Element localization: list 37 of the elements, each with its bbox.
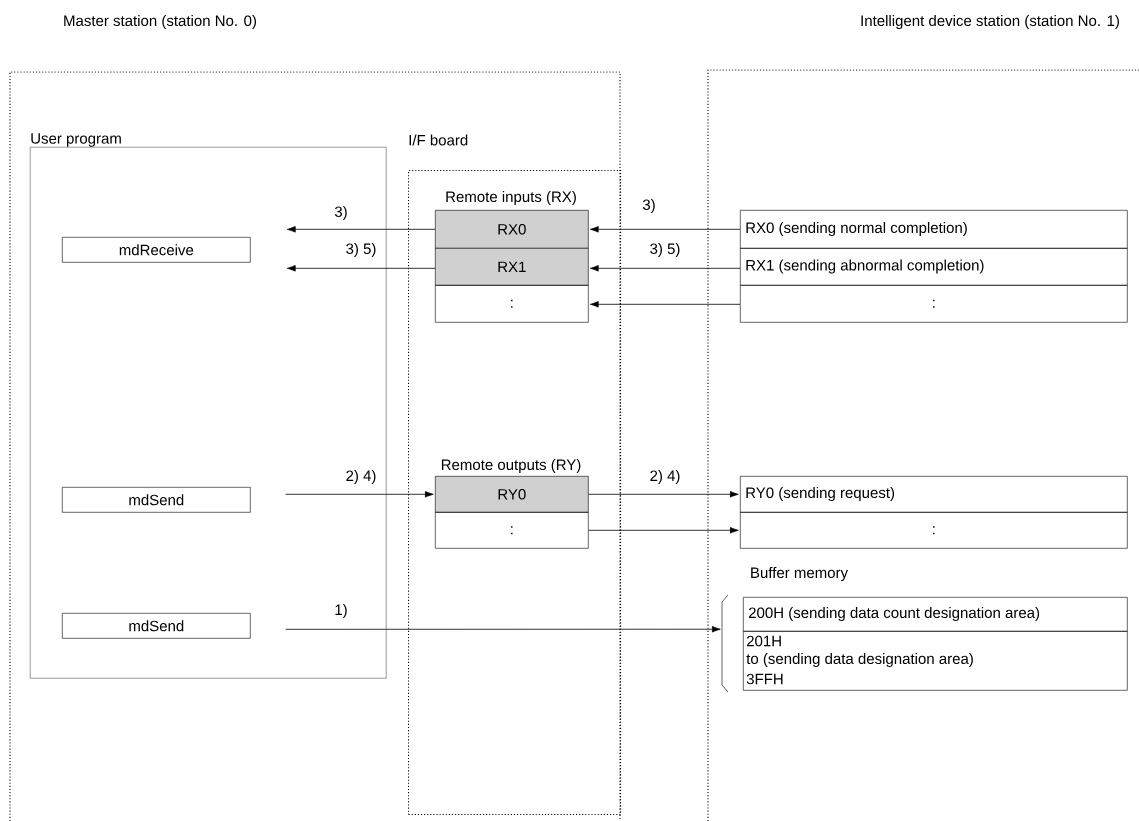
edge-label: 3) [333, 205, 349, 221]
arrow [589, 226, 741, 233]
edge-label: 2) 4) [648, 469, 682, 485]
edge-label: 2) 4) [344, 469, 378, 485]
arrow [286, 265, 436, 272]
device-cell: : [740, 285, 1128, 323]
edge-label: 3) [641, 198, 657, 214]
heading: Remote inputs (RX) [446, 191, 576, 205]
device-cell: RY0 (sending request) [740, 476, 1128, 513]
device-cell: RX0 (sending normal completion) [740, 210, 1128, 249]
device-cell: : [435, 285, 589, 323]
memory-cell: 200H (sending data count designation area) [743, 597, 1128, 632]
arrow [286, 226, 436, 233]
function-box: mdSend [62, 487, 251, 513]
device-cell: RX0 [435, 210, 589, 249]
node-label: I/F board [409, 134, 468, 146]
edge-label: 3) 5) [344, 242, 378, 258]
arrow [285, 491, 434, 498]
device-cell: : [740, 512, 1128, 549]
arrow [588, 527, 739, 534]
heading: Buffer memory [751, 567, 848, 581]
device-cell: : [435, 512, 589, 549]
edge-label: 3) 5) [648, 242, 682, 258]
node-label: User program [31, 133, 121, 147]
edge-label: 1) [333, 603, 349, 619]
heading: Remote outputs (RY) [441, 459, 581, 473]
device-cell: RY0 [435, 476, 589, 513]
device-cell: RX1 (sending abnormal completion) [740, 248, 1128, 286]
function-box: mdSend [62, 613, 251, 639]
function-box: mdReceive [62, 237, 251, 263]
arrow [285, 626, 721, 633]
memory-cell: 201H to (sending data designation area) 3FFH [743, 631, 1128, 691]
arrow [589, 265, 741, 272]
arrow [588, 491, 739, 498]
arrow [589, 301, 741, 308]
bracket [721, 594, 729, 693]
device-cell: RX1 [435, 248, 589, 286]
